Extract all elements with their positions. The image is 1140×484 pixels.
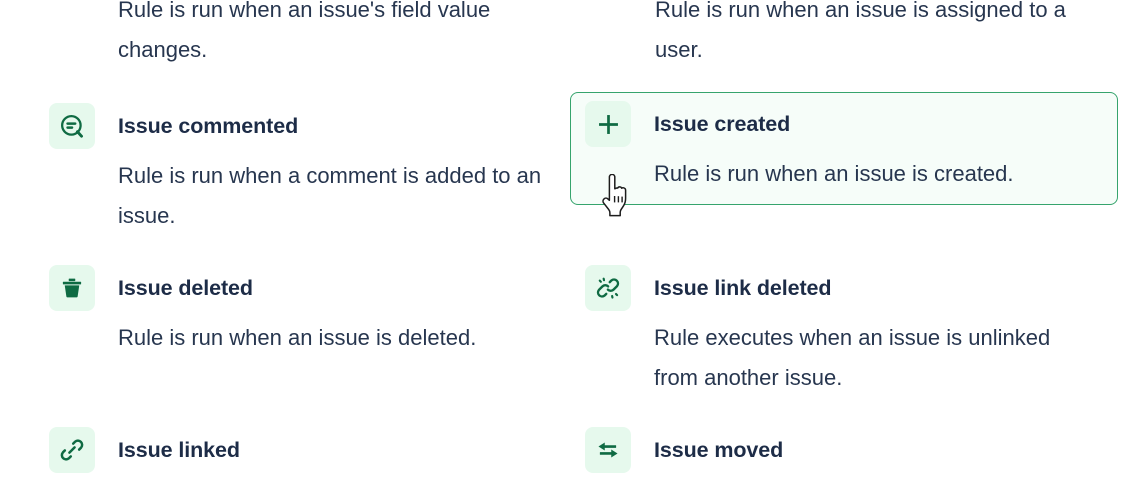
- trigger-title: Issue moved: [654, 438, 783, 463]
- trigger-head: Issue created: [585, 101, 1107, 147]
- trigger-option-issue-commented[interactable]: Issue commented Rule is run when a comme…: [34, 94, 582, 247]
- link-icon: [49, 427, 95, 473]
- trigger-title: Issue link deleted: [654, 276, 831, 301]
- trigger-description-field-value-changed: Rule is run when an issue's field value …: [118, 0, 568, 70]
- trigger-head: Issue linked: [49, 427, 571, 473]
- trigger-title: Issue commented: [118, 114, 298, 139]
- trigger-title: Issue created: [654, 112, 790, 137]
- trigger-description: Rule is run when an issue is deleted.: [118, 318, 558, 358]
- trigger-head: Issue deleted: [49, 265, 571, 311]
- arrows-swap-icon: [585, 427, 631, 473]
- trigger-title: Issue linked: [118, 438, 240, 463]
- trigger-title: Issue deleted: [118, 276, 253, 301]
- trigger-description: Rule is run when a comment is added to a…: [118, 156, 558, 236]
- trigger-option-issue-moved[interactable]: Issue moved: [570, 418, 1118, 484]
- trigger-head: Issue link deleted: [585, 265, 1107, 311]
- trigger-option-issue-deleted[interactable]: Issue deleted Rule is run when an issue …: [34, 256, 582, 369]
- trigger-description: Rule is run when an issue is created.: [654, 154, 1094, 194]
- trigger-option-issue-linked[interactable]: Issue linked: [34, 418, 582, 484]
- trigger-description: Rule executes when an issue is unlinked …: [654, 318, 1094, 398]
- plus-icon: [585, 101, 631, 147]
- trigger-description-issue-assigned: Rule is run when an issue is assigned to…: [655, 0, 1085, 70]
- trigger-option-issue-created[interactable]: Issue created Rule is run when an issue …: [570, 92, 1118, 205]
- trigger-head: Issue moved: [585, 427, 1107, 473]
- broken-link-icon: [585, 265, 631, 311]
- comment-icon: [49, 103, 95, 149]
- trigger-option-issue-link-deleted[interactable]: Issue link deleted Rule executes when an…: [570, 256, 1118, 409]
- trigger-head: Issue commented: [49, 103, 571, 149]
- trash-icon: [49, 265, 95, 311]
